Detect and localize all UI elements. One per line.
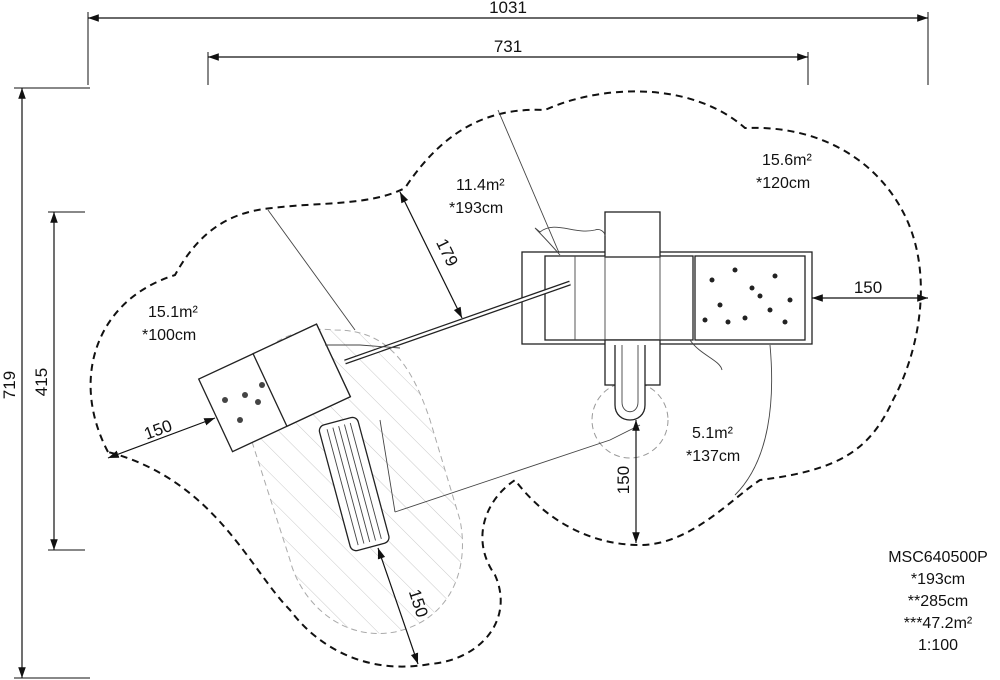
inner-height-label: 415 bbox=[32, 368, 51, 396]
zone-label-2: 11.4m² *193cm bbox=[449, 177, 505, 217]
zone-height: *137cm bbox=[686, 448, 740, 465]
zone-height: *100cm bbox=[142, 327, 196, 344]
zone-boundaries bbox=[267, 109, 773, 513]
fall-zone-circle bbox=[591, 381, 669, 459]
safety-zone-outline bbox=[89, 90, 922, 668]
zone-height: *120cm bbox=[756, 175, 810, 192]
zone-area: 11.4m² bbox=[456, 177, 505, 194]
overall-height-dimension: 719 bbox=[0, 87, 90, 679]
inner-width-label: 731 bbox=[494, 37, 522, 56]
scale: 1:100 bbox=[918, 637, 958, 654]
left-clearance-dimension: 150 bbox=[107, 416, 216, 459]
right-clearance-dimension: 150 bbox=[812, 278, 928, 302]
left-platform bbox=[197, 323, 401, 453]
overall-width-dimension: 1031 bbox=[87, 0, 929, 85]
right-clearance-label: 150 bbox=[854, 278, 882, 297]
overall-height-label: 719 bbox=[0, 371, 19, 399]
inner-height-dimension: 415 bbox=[32, 211, 85, 551]
free-height: **285cm bbox=[908, 593, 968, 610]
bottom-clearance-dimension: 150 bbox=[614, 420, 640, 543]
zone-label-1: 15.1m² *100cm bbox=[142, 304, 198, 344]
info-block: MSC640500P *193cm **285cm ***47.2m² 1:10… bbox=[888, 549, 988, 654]
left-clearance-label: 150 bbox=[142, 416, 175, 444]
zone-area: 15.6m² bbox=[762, 152, 812, 169]
inner-width-dimension: 731 bbox=[207, 37, 809, 85]
zone-height: *193cm bbox=[449, 200, 503, 217]
model-code: MSC640500P bbox=[888, 549, 988, 566]
zone-label-4: 5.1m² *137cm bbox=[686, 425, 740, 465]
platform-height: *193cm bbox=[911, 571, 965, 588]
diagonal-clearance-label: 179 bbox=[432, 236, 462, 270]
zone-area: 15.1m² bbox=[148, 304, 198, 321]
total-area: ***47.2m² bbox=[904, 615, 973, 632]
slide bbox=[318, 416, 390, 552]
zone-label-3: 15.6m² *120cm bbox=[756, 152, 812, 192]
bottom-clearance-label: 150 bbox=[614, 466, 633, 494]
overall-width-label: 1031 bbox=[489, 0, 527, 17]
connecting-beam bbox=[344, 280, 571, 365]
play-tower bbox=[521, 211, 813, 421]
zone-area: 5.1m² bbox=[692, 425, 734, 442]
